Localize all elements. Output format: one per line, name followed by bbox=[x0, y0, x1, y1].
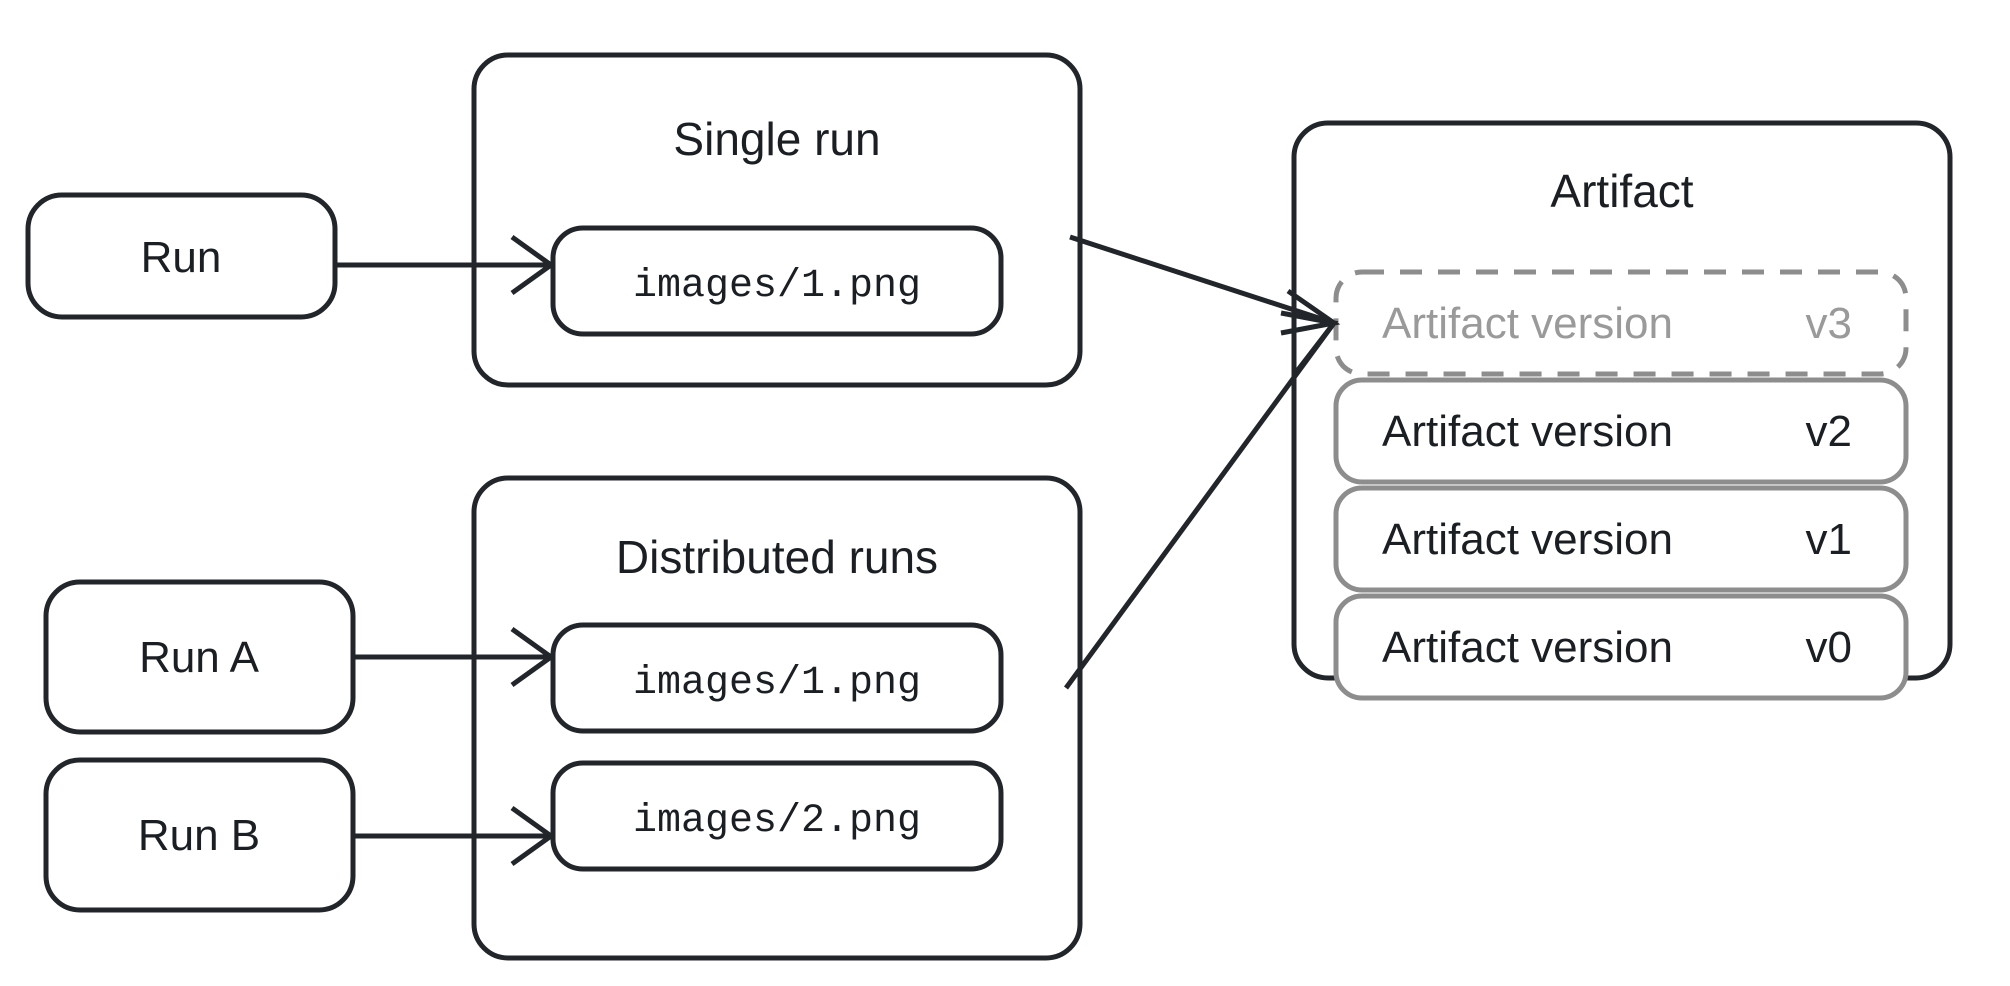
distributed-file-1-box[interactable] bbox=[550, 622, 1004, 734]
artifact-version-v2-label: Artifact version bbox=[1382, 407, 1673, 456]
artifact-version-v3[interactable]: Artifact version v3 bbox=[1333, 269, 1909, 377]
run-label: Run bbox=[141, 233, 222, 282]
single-run-file-label: images/1.png bbox=[633, 264, 921, 309]
edge-run-a-to-file-1 bbox=[353, 626, 556, 688]
group-single-run[interactable]: Single run images/1.png bbox=[471, 52, 1083, 388]
edge-run-to-single-file bbox=[335, 234, 556, 296]
artifact-version-v1-label: Artifact version bbox=[1382, 515, 1673, 564]
edge-distributed-runs-to-v3 bbox=[1063, 310, 1339, 690]
group-distributed-runs[interactable]: Distributed runs images/1.png images/2.p… bbox=[471, 475, 1083, 961]
single-run-file-box[interactable] bbox=[550, 225, 1004, 337]
artifact-panel[interactable]: Artifact Artifact version v3 Artifact ve… bbox=[1291, 120, 1953, 701]
run-box[interactable] bbox=[25, 192, 338, 320]
run-a-node[interactable]: Run A bbox=[43, 579, 356, 735]
edge-run-to-single-file-arrowhead bbox=[510, 234, 556, 296]
artifact-version-v1-box[interactable] bbox=[1333, 485, 1909, 593]
artifact-version-v0-label: Artifact version bbox=[1382, 623, 1673, 672]
edge-run-b-to-file-2 bbox=[353, 805, 556, 867]
artifact-version-v2[interactable]: Artifact version v2 bbox=[1333, 377, 1909, 485]
artifact-version-v2-box[interactable] bbox=[1333, 377, 1909, 485]
distributed-file-2-box[interactable] bbox=[550, 760, 1004, 872]
distributed-runs-title: Distributed runs bbox=[616, 531, 938, 583]
artifact-version-v1[interactable]: Artifact version v1 bbox=[1333, 485, 1909, 593]
artifact-version-v3-number: v3 bbox=[1806, 299, 1852, 348]
run-a-label: Run A bbox=[139, 633, 260, 682]
run-node[interactable]: Run bbox=[25, 192, 338, 320]
distributed-file-1-label: images/1.png bbox=[633, 661, 921, 706]
edge-single-run-to-v3-line bbox=[1069, 234, 1335, 326]
artifact-title: Artifact bbox=[1550, 165, 1693, 217]
run-b-node[interactable]: Run B bbox=[43, 757, 356, 913]
run-b-label: Run B bbox=[138, 811, 260, 860]
artifact-version-v2-number: v2 bbox=[1806, 407, 1852, 456]
edge-run-b-to-file-2-arrowhead bbox=[510, 805, 556, 867]
artifact-version-v0-number: v0 bbox=[1806, 623, 1852, 672]
artifact-version-v1-number: v1 bbox=[1806, 515, 1852, 564]
artifact-version-v3-label: Artifact version bbox=[1382, 299, 1673, 348]
artifact-version-v0-box[interactable] bbox=[1333, 593, 1909, 701]
edge-distributed-runs-to-v3-line bbox=[1063, 321, 1337, 690]
single-run-title: Single run bbox=[673, 113, 880, 165]
distributed-file-2-label: images/2.png bbox=[633, 799, 921, 844]
artifact-version-v0[interactable]: Artifact version v0 bbox=[1333, 593, 1909, 701]
edge-run-a-to-file-1-arrowhead bbox=[510, 626, 556, 688]
edge-distributed-runs-to-v3-arrowhead bbox=[1280, 310, 1339, 377]
